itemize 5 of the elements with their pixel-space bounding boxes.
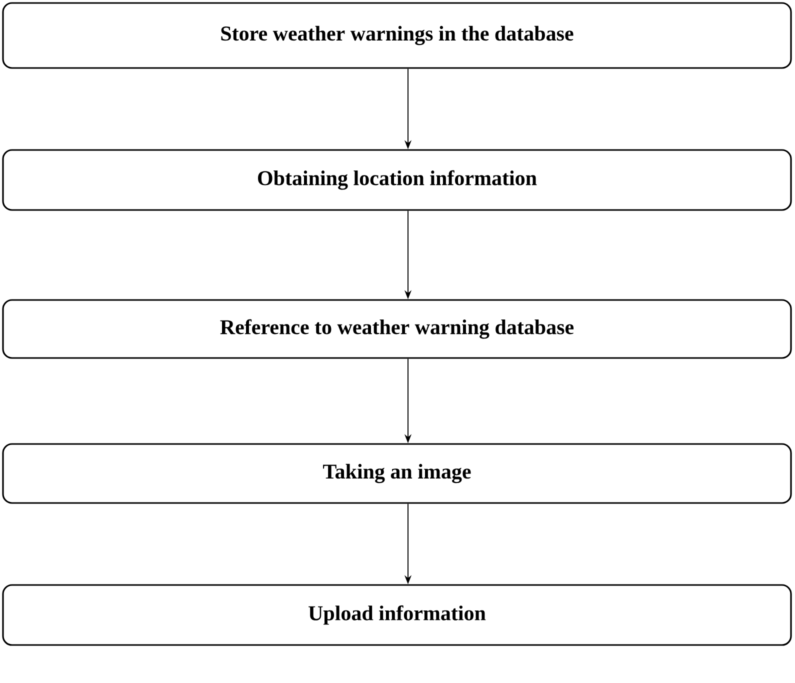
process-box: Store weather warnings in the database <box>2 2 792 69</box>
process-box: Reference to weather warning database <box>2 299 792 359</box>
process-box: Obtaining location information <box>2 149 792 211</box>
process-box: Upload information <box>2 584 792 646</box>
process-box: Taking an image <box>2 443 792 504</box>
